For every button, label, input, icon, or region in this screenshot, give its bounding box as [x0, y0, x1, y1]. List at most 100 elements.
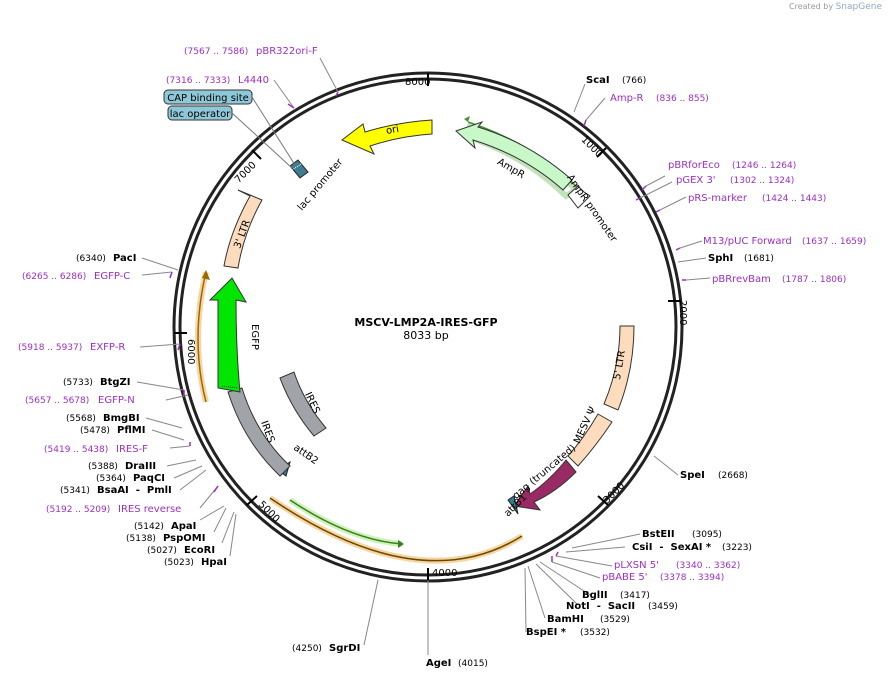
- primer-amp-r[interactable]: Amp-R (836 .. 855): [610, 93, 709, 104]
- primer-l4440[interactable]: (7316 .. 7333) L4440: [166, 75, 269, 86]
- green-arc-arrow: [398, 540, 404, 548]
- tick-label-4000: 4000: [432, 568, 457, 579]
- primer-pos: (1787 .. 1806): [782, 275, 846, 285]
- primer-name: L4440: [238, 75, 269, 86]
- primer-m13-puc-forward[interactable]: M13/pUC Forward (1637 .. 1659): [703, 236, 866, 247]
- enzyme-bglii[interactable]: BglII (3417): [582, 590, 650, 601]
- feature-ires-inner[interactable]: IRES: [279, 371, 327, 437]
- box-lac-operator[interactable]: lac operator: [167, 105, 293, 169]
- primer-name: EGFP-C: [94, 271, 130, 282]
- enzyme-agei[interactable]: AgeI (4015): [426, 658, 488, 669]
- primer-ticks: [169, 91, 686, 562]
- enzyme-sgrdi[interactable]: (4250) SgrDI: [292, 643, 360, 654]
- enzyme-bspei[interactable]: BspEI * (3532): [526, 627, 610, 638]
- enzyme-noti-sacii[interactable]: NotI - SacII (3459): [566, 601, 678, 612]
- tick-label-6000: 6000: [185, 339, 196, 364]
- tick-label-8000: 8000: [405, 77, 430, 88]
- enzyme-name: BstEII: [642, 529, 675, 540]
- primer-pbr322ori-f[interactable]: (7567 .. 7586) pBR322ori-F: [184, 46, 318, 57]
- primer-pbrforeco[interactable]: pBRforEco (1246 .. 1264): [668, 160, 796, 171]
- feature-ires-outer[interactable]: IRES: [227, 387, 291, 477]
- enzyme-spei[interactable]: SpeI (2668): [680, 470, 748, 481]
- enzyme-csii-sexai[interactable]: CsiI - SexAI * (3223): [632, 542, 752, 553]
- feature-lac-promoter[interactable]: lac promoter: [289, 156, 346, 213]
- enzyme-draiii[interactable]: (5388) DraIII: [88, 461, 156, 472]
- enzyme-name: SpeI: [680, 470, 705, 481]
- primer-egfp-c[interactable]: (6265 .. 6286) EGFP-C: [22, 271, 130, 282]
- primer-pos: (1637 .. 1659): [802, 237, 866, 247]
- primer-pos: (836 .. 855): [656, 94, 709, 104]
- feature-egfp[interactable]: EGFP: [208, 277, 260, 393]
- enzyme-paci[interactable]: (6340) PacI: [76, 253, 136, 264]
- primer-pos: (5419 .. 5438): [44, 445, 108, 455]
- primer-name: Amp-R: [610, 93, 644, 104]
- connector-lines: [136, 57, 711, 655]
- primer-pbabe5[interactable]: pBABE 5' (3378 .. 3394): [602, 572, 724, 583]
- primer-pos: (7567 .. 7586): [184, 47, 248, 57]
- enzyme-pos: (5341): [60, 486, 90, 496]
- enzyme-name: BamHI: [547, 614, 584, 625]
- enzyme-name: BspEI *: [526, 627, 567, 638]
- primer-ires-reverse[interactable]: (5192 .. 5209) IRES reverse: [46, 504, 181, 515]
- primer-egfp-n[interactable]: (5657 .. 5678) EGFP-N: [25, 395, 135, 406]
- primer-prs-marker[interactable]: pRS-marker (1424 .. 1443): [688, 193, 826, 204]
- primer-pgex3[interactable]: pGEX 3' (1302 .. 1324): [676, 175, 794, 186]
- primer-plxsn5[interactable]: pLXSN 5' (3340 .. 3362): [614, 560, 740, 571]
- enzyme-btgzi[interactable]: (5733) BtgZI: [63, 377, 131, 388]
- cap-binding-site-label: CAP binding site: [167, 93, 249, 104]
- primer-pos: (1302 .. 1324): [730, 176, 794, 186]
- primer-pos: (6265 .. 6286): [22, 272, 86, 282]
- enzyme-name: SgrDI: [329, 643, 360, 654]
- enzyme-pos: (5142): [134, 522, 164, 532]
- primer-pos: (3340 .. 3362): [676, 561, 740, 571]
- tick-6000: 6000: [174, 332, 196, 364]
- enzyme-name: DraIII: [125, 461, 156, 472]
- primer-pos: (5918 .. 5937): [18, 343, 82, 353]
- primer-arc-left: [197, 271, 207, 403]
- enzyme-pflmi[interactable]: (5478) PflMI: [80, 425, 145, 436]
- enzyme-pos: (5568): [66, 414, 96, 424]
- primer-name: IRES-F: [116, 444, 148, 455]
- enzyme-pos: (3223): [722, 543, 752, 553]
- enzyme-pos: (5388): [88, 462, 118, 472]
- primer-pos: (5657 .. 5678): [25, 396, 89, 406]
- enzyme-sphi[interactable]: SphI (1681): [708, 253, 774, 264]
- primer-ires-f[interactable]: (5419 .. 5438) IRES-F: [44, 444, 148, 455]
- enzyme-bamhi[interactable]: BamHI (3529): [547, 614, 630, 625]
- feature-ampr-promoter[interactable]: AmpR promoter: [564, 173, 619, 245]
- enzyme-ecori[interactable]: (5027) EcoRI: [147, 545, 215, 556]
- primer-name: pGEX 3': [676, 175, 716, 186]
- enzyme-bmgbi[interactable]: (5568) BmgBI: [66, 413, 140, 424]
- feature-label-lac-promoter: lac promoter: [296, 156, 346, 213]
- enzyme-paqci[interactable]: (5364) PaqCI: [96, 473, 165, 484]
- enzyme-pos: (5364): [96, 474, 126, 484]
- enzyme-scai[interactable]: ScaI (766): [586, 75, 646, 86]
- primer-exfp-r[interactable]: (5918 .. 5937) EXFP-R: [18, 342, 125, 353]
- enzyme-hpai[interactable]: (5023) HpaI: [164, 557, 227, 568]
- bottom-arc: [269, 497, 523, 562]
- box-cap-binding-site[interactable]: CAP binding site: [163, 89, 296, 166]
- primer-name: pBR322ori-F: [256, 46, 318, 57]
- tick-label-1000: 1000: [579, 134, 605, 160]
- feature-3ltr[interactable]: 3' LTR: [223, 189, 263, 269]
- green-arc: [289, 499, 403, 545]
- feature-mesv-psi[interactable]: MESV Ψ: [567, 405, 613, 467]
- enzyme-name: ScaI: [586, 75, 610, 86]
- feature-ori[interactable]: ori: [341, 119, 433, 156]
- feature-5ltr[interactable]: 5' LTR: [603, 325, 635, 411]
- primer-name: pBRrevBam: [712, 274, 771, 285]
- enzyme-name: PacI: [113, 253, 136, 264]
- enzyme-name: EcoRI: [184, 545, 215, 556]
- primer-pbrrevbam[interactable]: pBRrevBam (1787 .. 1806): [712, 274, 846, 285]
- enzyme-bsaai-pmli[interactable]: (5341) BsaAI - PmlI: [60, 485, 172, 496]
- tick-label-3000: 3000: [602, 480, 628, 506]
- feature-ampr[interactable]: AmpR: [455, 116, 581, 200]
- primer-name: IRES reverse: [118, 504, 181, 515]
- primer-name: EGFP-N: [98, 395, 135, 406]
- enzyme-bsteii[interactable]: BstEII (3095): [642, 529, 722, 540]
- created-by-text: Created by: [789, 2, 834, 11]
- enzyme-apai[interactable]: (5142) ApaI: [134, 521, 196, 532]
- enzyme-pspomi[interactable]: (5138) PspOMI: [126, 533, 205, 544]
- enzyme-pos: (3532): [580, 628, 610, 638]
- primer-pos: (7316 .. 7333): [166, 76, 230, 86]
